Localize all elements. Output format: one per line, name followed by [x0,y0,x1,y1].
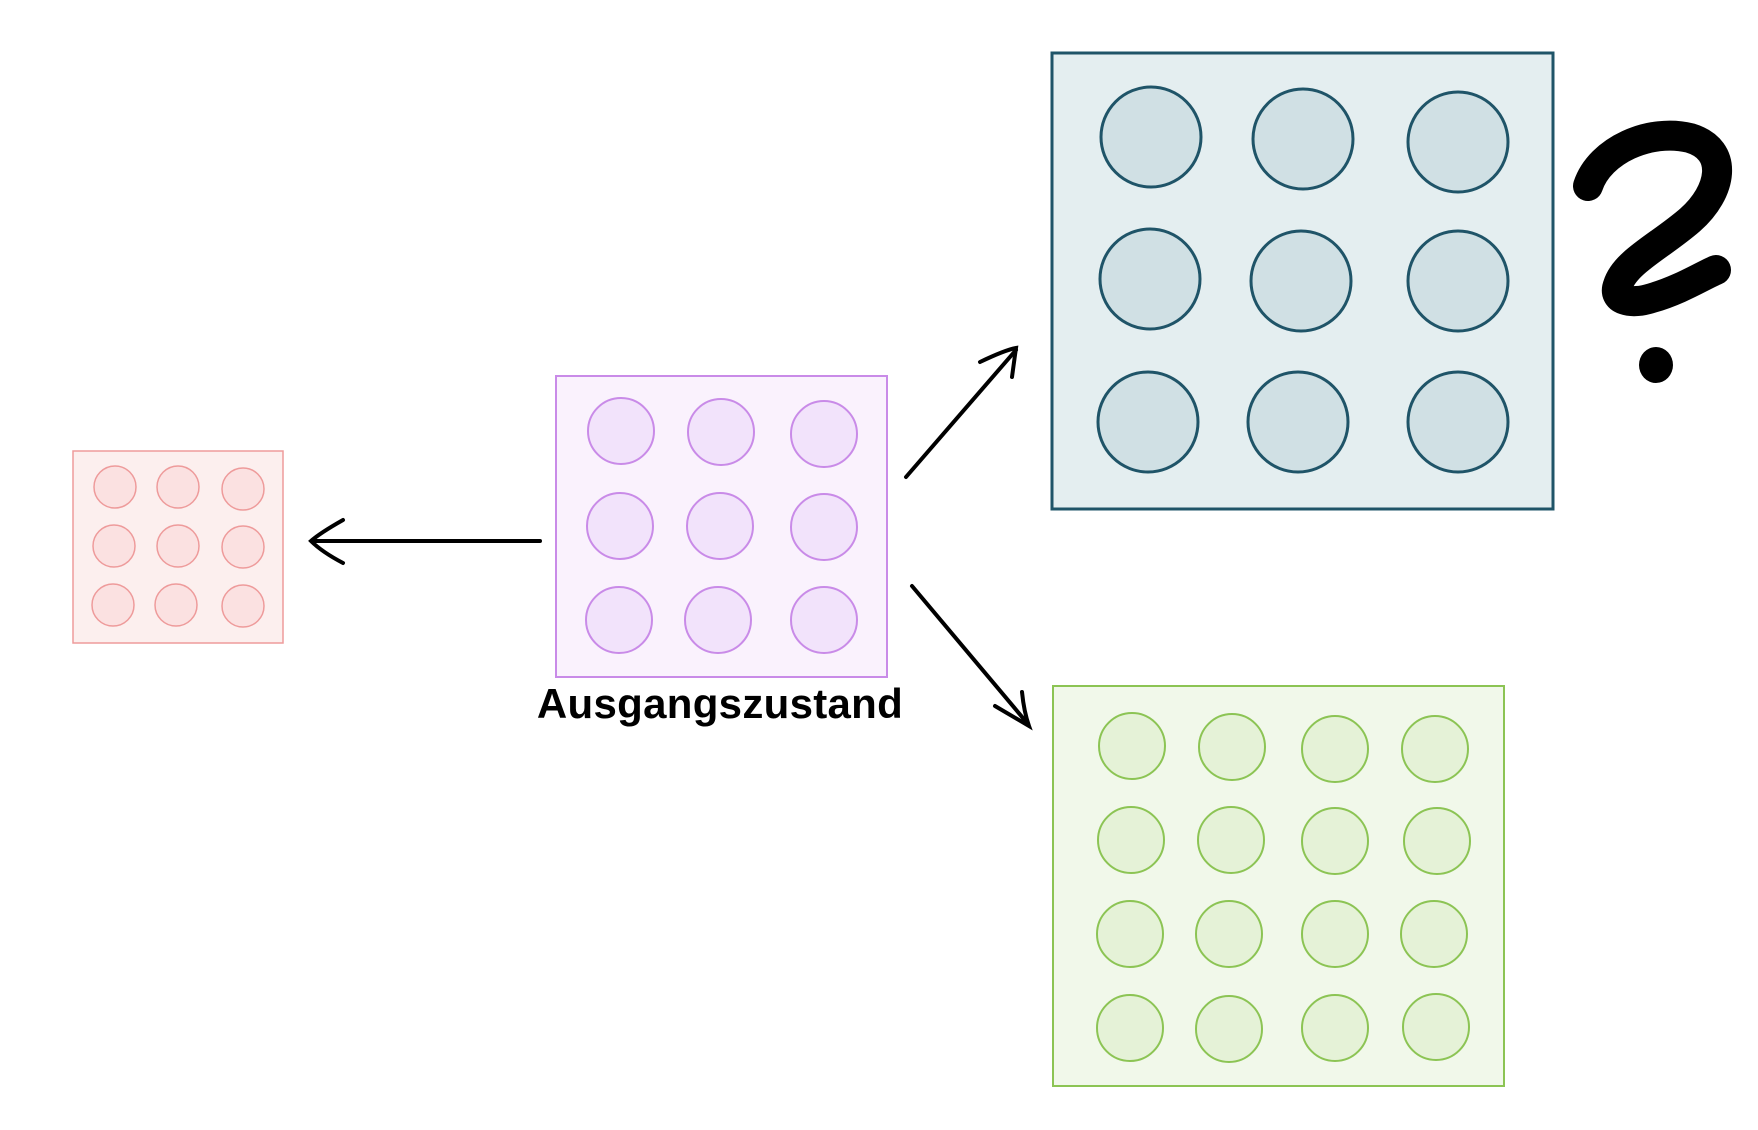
cell-circle [154,583,198,627]
cell-circle [1301,994,1369,1062]
arrow-down-right [910,584,1033,731]
question-grid-circles [1096,85,1510,474]
cell-circle [1249,229,1353,333]
cell-circle [1098,712,1166,780]
cell-circle [1251,87,1355,191]
cell-circle [790,493,858,561]
cell-circle [1406,229,1510,333]
small-grid-circles [91,465,265,628]
cell-circle [687,398,755,466]
cell-circle [91,583,135,627]
cell-circle [1096,900,1164,968]
cell-circle [221,467,265,511]
cell-circle [587,397,655,465]
cell-circle [1096,994,1164,1062]
cell-circle [1096,370,1200,474]
cell-circle [1406,370,1510,474]
cell-circle [1097,806,1165,874]
start-state-label: Ausgangszustand [536,680,904,727]
cell-circle [92,524,136,568]
cell-circle [1403,807,1471,875]
cell-circle [221,584,265,628]
cell-circle [221,525,265,569]
cell-circle [1098,227,1202,331]
cell-circle [1301,807,1369,875]
cell-circle [1195,995,1263,1063]
cell-circle [585,586,653,654]
cell-circle [1195,900,1263,968]
cell-circle [1197,806,1265,874]
arrow-up-right [904,345,1019,479]
cell-circle [686,492,754,560]
cell-circle [1099,85,1203,189]
cell-circle [156,524,200,568]
cell-circle [156,465,200,509]
cell-circle [1301,900,1369,968]
cell-circle [1400,900,1468,968]
cell-circle [1401,715,1469,783]
cell-circle [93,465,137,509]
question-mark-icon [1573,120,1732,383]
question-grid [1050,51,1555,511]
arrow-left [308,518,542,565]
cell-circle [1406,90,1510,194]
cell-circle [1301,715,1369,783]
start-grid [555,375,888,678]
expanded-grid-circles [1096,712,1471,1063]
start-grid-circles [585,397,858,654]
small-grid [72,450,284,644]
cell-circle [790,586,858,654]
cell-circle [684,586,752,654]
cell-circle [1198,713,1266,781]
cell-circle [1246,370,1350,474]
cell-circle [586,492,654,560]
cell-circle [1402,993,1470,1061]
cell-circle [790,400,858,468]
expanded-grid [1052,685,1505,1087]
